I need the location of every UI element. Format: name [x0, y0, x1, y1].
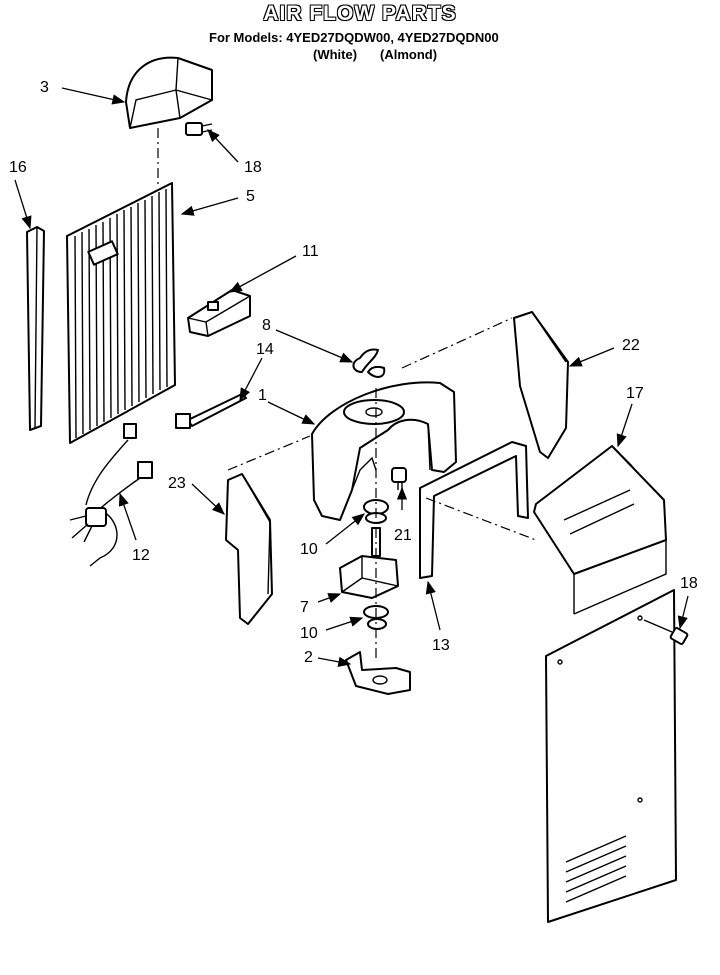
part-13-gasket: [419, 441, 529, 579]
callout-14: 14: [256, 341, 274, 358]
part-3-duct-cover: [125, 56, 213, 129]
part-23-left-baffle: [225, 473, 273, 625]
part-5-evaporator-grille: [66, 182, 176, 444]
variant-almond: (Almond): [380, 47, 438, 62]
callout-10-lower: 10: [300, 625, 318, 642]
part-11-bracket: [187, 289, 251, 337]
leader-lines: [14, 87, 689, 667]
callout-17: 17: [626, 385, 644, 402]
part-18-screw-right: [643, 619, 689, 645]
callout-numbers: 3 18 16 5 11 8 14 22 1 17 23 21 10 12 7 …: [9, 79, 698, 666]
callout-5: 5: [246, 188, 255, 205]
variant-white: (White): [313, 47, 358, 62]
alignment-lines: [157, 128, 537, 660]
callout-18-right: 18: [680, 575, 698, 592]
callout-8: 8: [262, 317, 271, 334]
part-14-wire-tie: [175, 393, 247, 429]
callout-22: 22: [622, 337, 640, 354]
callout-1: 1: [258, 387, 267, 404]
part-12-wiring-harness: [69, 423, 153, 567]
part-17-air-duct: [533, 445, 677, 923]
part-1-fan-housing: [311, 381, 457, 521]
callout-21: 21: [394, 527, 412, 544]
models-line: For Models: 4YED27DQDW00, 4YED27DQDN00: [209, 30, 499, 45]
callout-23: 23: [168, 475, 186, 492]
callout-7: 7: [300, 599, 309, 616]
part-2-motor-bracket: [345, 651, 411, 695]
part-7-fan-motor: [339, 527, 399, 599]
diagram-title: AIR FLOW PARTS: [263, 2, 457, 25]
callout-18-top: 18: [244, 159, 262, 176]
callout-16: 16: [9, 159, 27, 176]
part-8-fan-blade: [352, 348, 386, 378]
part-18-screw-top: [185, 122, 213, 136]
part-16-foam-strip: [26, 226, 45, 431]
callout-10-upper: 10: [300, 541, 318, 558]
callout-11: 11: [302, 243, 319, 260]
callout-3: 3: [40, 79, 49, 96]
callout-12: 12: [132, 547, 150, 564]
part-21-screw: [391, 467, 407, 490]
part-22-side-baffle: [513, 311, 569, 459]
callout-2: 2: [304, 649, 313, 666]
callout-13: 13: [432, 637, 450, 654]
